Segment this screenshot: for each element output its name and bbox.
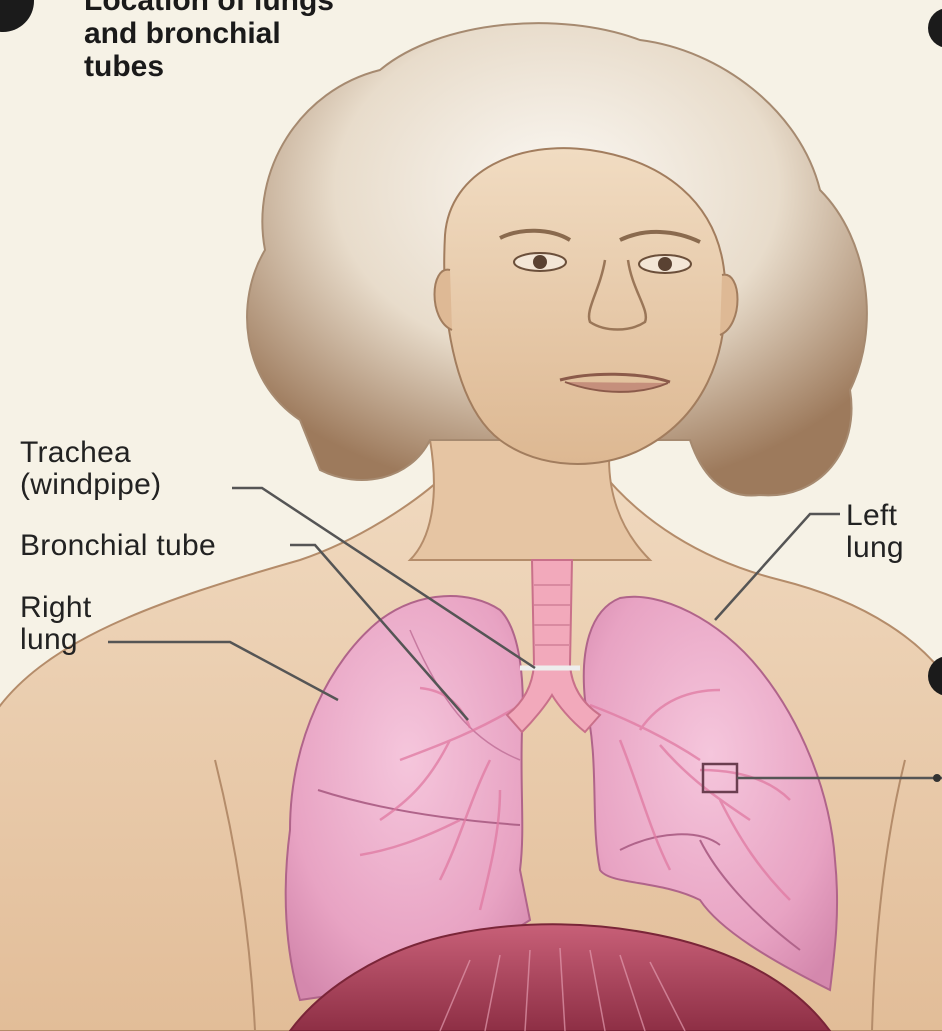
detail-leader-dot: [933, 774, 941, 782]
diagram-title: Location of lungs and bronchial tubes: [84, 0, 334, 83]
right-lung-label: Right lung: [20, 592, 92, 656]
trachea-label: Trachea (windpipe): [20, 437, 161, 501]
left-lung-label: Left lung: [846, 500, 904, 564]
bronchial-tube-label: Bronchial tube: [20, 530, 216, 562]
